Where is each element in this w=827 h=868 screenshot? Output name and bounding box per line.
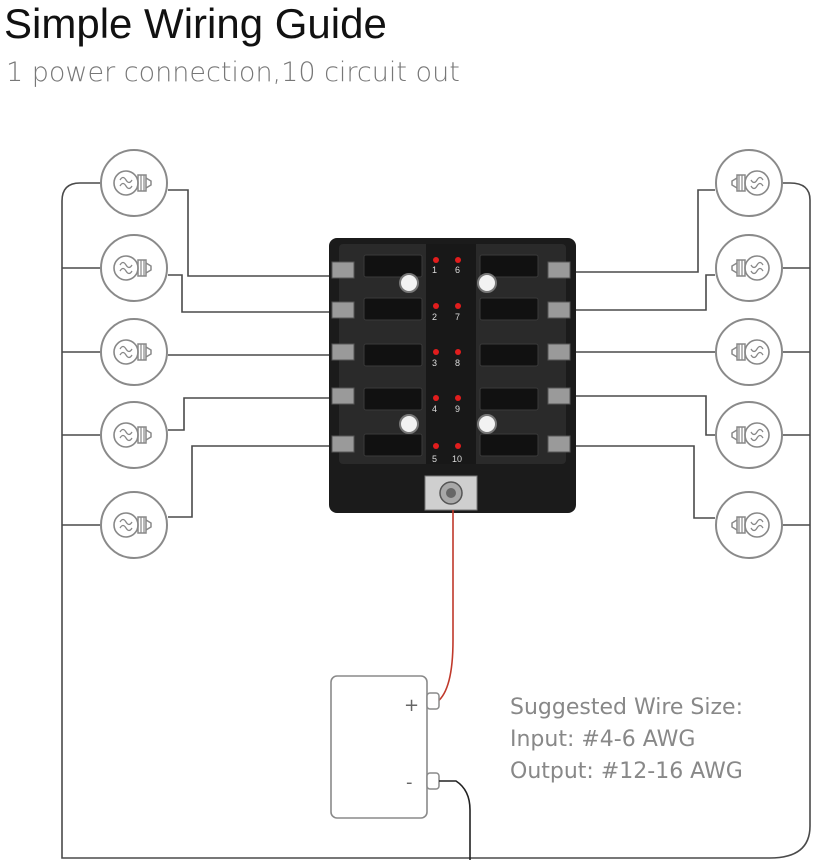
fuse-number: 7	[455, 312, 460, 322]
battery-minus-label: -	[406, 772, 413, 793]
circuit-wires-right	[568, 189, 715, 519]
light-bulb-icon	[100, 491, 168, 559]
light-bulb-icon	[715, 318, 783, 386]
wire-notes-output: Output: #12-16 AWG	[510, 759, 743, 784]
outer-return-wires	[61, 182, 811, 859]
fuse-number: 4	[432, 404, 437, 414]
page-subtitle: 1 power connection,10 circuit out	[6, 57, 460, 88]
fuse-block: 1 2 3 4 5 6 7 8 9 10	[329, 238, 576, 513]
wire-notes-heading: Suggested Wire Size:	[510, 695, 743, 720]
light-bulb-icon	[715, 149, 783, 217]
wire-notes-input: Input: #4-6 AWG	[510, 727, 696, 752]
light-bulb-icon	[100, 234, 168, 302]
power-stud	[424, 475, 478, 511]
light-bulb-icon	[715, 401, 783, 469]
fuse-number: 8	[455, 358, 460, 368]
right-bulbs	[715, 149, 783, 559]
light-bulb-icon	[100, 318, 168, 386]
fuse-number: 6	[455, 265, 460, 275]
battery: + -	[330, 675, 440, 819]
light-bulb-icon	[715, 234, 783, 302]
light-bulb-icon	[100, 149, 168, 217]
fuse-number: 9	[455, 404, 460, 414]
battery-plus-label: +	[404, 695, 419, 716]
fuse-number: 10	[452, 454, 462, 464]
left-bulbs	[100, 149, 168, 559]
page-title: Simple Wiring Guide	[4, 0, 387, 47]
fuse-number: 2	[432, 312, 437, 322]
light-bulb-icon	[100, 401, 168, 469]
wire-size-notes: Suggested Wire Size: Input: #4-6 AWG Out…	[510, 692, 743, 788]
fuse-number: 3	[432, 358, 437, 368]
ground-wire	[439, 780, 471, 860]
power-wire	[436, 510, 454, 703]
fuse-number: 5	[432, 454, 437, 464]
fuse-number: 1	[432, 265, 437, 275]
circuit-wires-left	[168, 189, 333, 518]
light-bulb-icon	[715, 491, 783, 559]
